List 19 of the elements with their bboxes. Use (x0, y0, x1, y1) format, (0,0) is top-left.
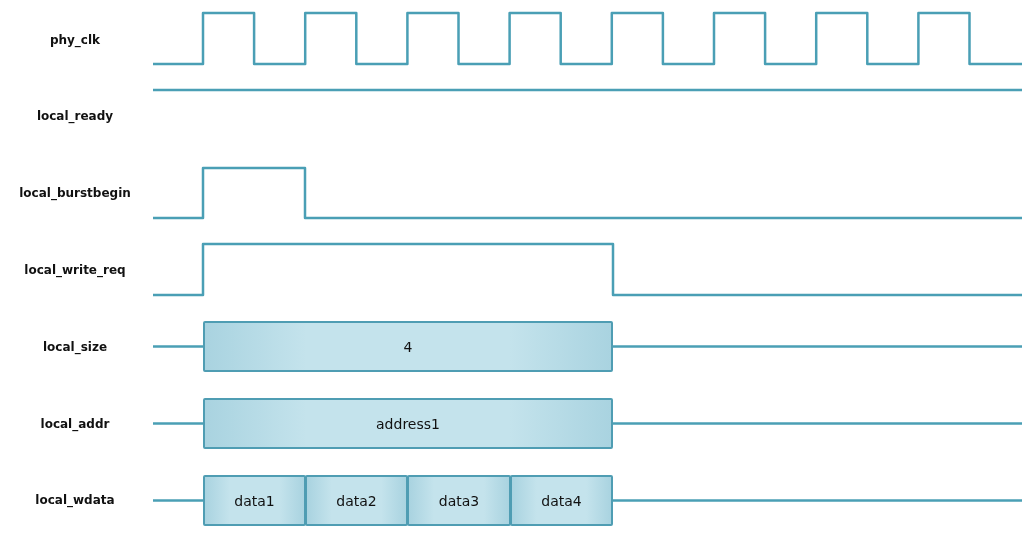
signal-name: local_burstbegin (18, 186, 132, 200)
bus-value-segment (407, 475, 511, 526)
bus-value-segment (203, 398, 613, 449)
signal-name: local_size (41, 340, 109, 354)
bus-value: data1 (234, 492, 275, 509)
bus-value: data3 (438, 492, 480, 509)
signal-name: local_addr (39, 417, 111, 431)
bus-value: 4 (403, 338, 413, 355)
bus-value-segment (203, 321, 613, 372)
bus-value-segment (203, 475, 306, 526)
bus-value-segment (305, 475, 408, 526)
signal-name: local_wdata (34, 493, 116, 507)
bus-value: address1 (376, 415, 440, 432)
bus-value-segment (510, 475, 613, 526)
signal-name: local_ready (35, 109, 115, 123)
signal-name: phy_clk (48, 33, 102, 47)
bus-value: data4 (541, 492, 582, 509)
bus-value: data2 (336, 492, 377, 509)
signal-name: local_write_req (23, 263, 127, 277)
